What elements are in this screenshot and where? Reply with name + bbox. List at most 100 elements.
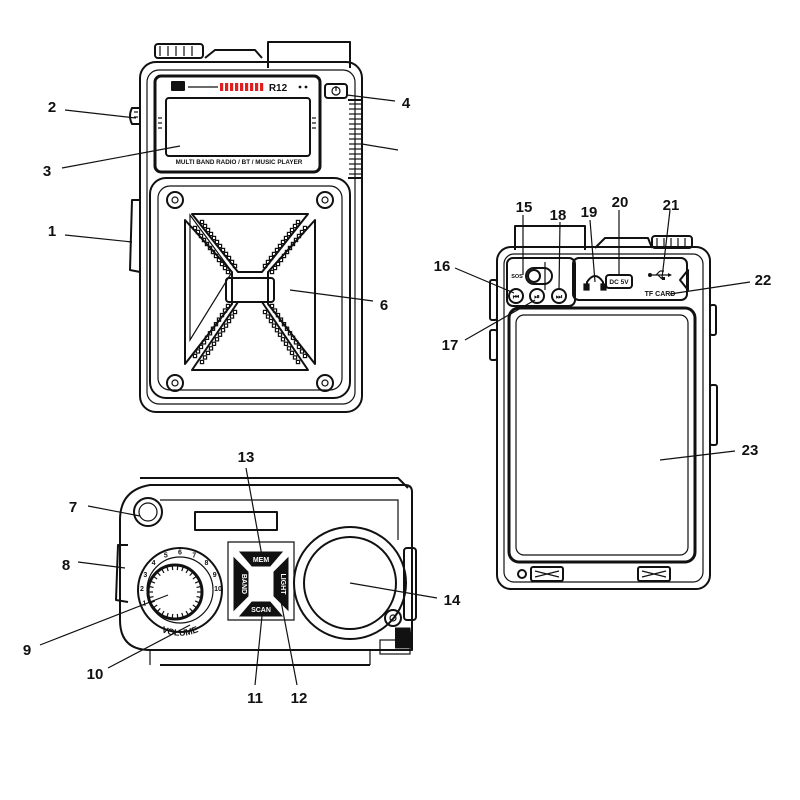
- grille-dot: [205, 350, 211, 356]
- screw-icon: [166, 191, 184, 209]
- grille-dot: [290, 241, 296, 247]
- grille-dot: [275, 312, 281, 318]
- dc-label: DC 5V: [609, 279, 629, 286]
- dial-tick-label: 9: [213, 572, 217, 579]
- callout-9: 9: [23, 642, 31, 659]
- callout-6: 6: [380, 297, 388, 314]
- callout-22: 22: [755, 272, 772, 289]
- grille-dot: [198, 233, 204, 239]
- grille-dot: [229, 314, 235, 319]
- grille-dot: [283, 235, 289, 241]
- callout-10: 10: [87, 666, 104, 683]
- grille-dot: [287, 331, 293, 336]
- display-screen: [165, 97, 311, 157]
- grille-dot: [296, 344, 302, 350]
- meter-bar: [230, 83, 234, 91]
- grille-center-badge: [225, 277, 275, 303]
- display-caption: MULTI BAND RADIO / BT / MUSIC PLAYER: [176, 159, 303, 166]
- callout-7: 7: [69, 499, 77, 516]
- dial-tick-label: 5: [164, 552, 168, 559]
- dial-tick-label: 4: [152, 560, 156, 567]
- usb-icon: [648, 270, 672, 280]
- meter-bar: [260, 83, 264, 91]
- grille-dot: [192, 353, 198, 359]
- grille-dot: [277, 332, 283, 337]
- grille-dot: [292, 223, 298, 229]
- dial-tick-label: 8: [204, 560, 208, 567]
- play-pause-icon: ⏯: [534, 294, 540, 301]
- grille-dot: [201, 340, 207, 345]
- grille-dot: [268, 318, 274, 324]
- grille-dot: [192, 225, 198, 231]
- grille-dot: [265, 314, 271, 319]
- grille-dot: [280, 337, 286, 342]
- screw-icon: [316, 191, 334, 209]
- grille-dots: [192, 219, 308, 365]
- grille-dot: [216, 317, 222, 322]
- grille-dot: [274, 247, 280, 253]
- grille-dot: [204, 241, 210, 247]
- grille-dot: [210, 249, 216, 255]
- grille-dot: [213, 253, 219, 259]
- grille-dot: [278, 257, 284, 263]
- grille-dot: [226, 255, 232, 261]
- callout-11: 11: [247, 690, 263, 707]
- top-body: [119, 484, 413, 651]
- top-handle: [194, 511, 278, 531]
- grille-dot: [286, 346, 292, 351]
- callout-2: 2: [48, 99, 56, 116]
- grille-dot: [299, 349, 305, 354]
- grille-dot: [217, 332, 223, 337]
- dial-tick-label: 7: [192, 552, 196, 559]
- grille-dot: [226, 318, 232, 324]
- callout-4: 4: [402, 95, 411, 112]
- grille-dot: [222, 265, 228, 271]
- volume-knob: [146, 563, 204, 621]
- grille-dot: [293, 237, 299, 243]
- battery-icon: [171, 81, 185, 91]
- dial-tick-label: 10: [214, 586, 222, 593]
- screw-icon: [316, 374, 334, 392]
- callout-21: 21: [663, 197, 680, 214]
- callout-17: 17: [442, 337, 459, 354]
- grille-dot: [205, 227, 211, 233]
- grille-dot: [289, 350, 295, 356]
- prev-icon: ⏮: [513, 294, 520, 301]
- control-panel: [506, 257, 576, 307]
- callout-19: 19: [581, 204, 598, 221]
- grille-dot: [208, 346, 214, 351]
- grille-dot: [269, 303, 275, 309]
- left-side-edge: [115, 544, 129, 603]
- screw-icon: [384, 609, 402, 627]
- callout-1: 1: [48, 223, 56, 240]
- tf-card-slot: [679, 269, 689, 291]
- top-knob: [154, 43, 204, 59]
- grille-dot: [296, 233, 302, 239]
- grille-dot: [211, 235, 217, 241]
- callout-20: 20: [612, 194, 629, 211]
- grille-dot: [202, 223, 208, 229]
- sos-switch: [525, 267, 553, 285]
- grille-dot: [225, 269, 231, 275]
- dial-tick-label: 6: [178, 550, 182, 557]
- callout-8: 8: [62, 557, 70, 574]
- grille-dot: [214, 239, 220, 245]
- tf-card-label: TF CARD: [645, 291, 676, 298]
- front-view: R12 MULTI BAND RADIO / BT / MUSIC PLAYER: [129, 41, 363, 413]
- light-button: [273, 556, 289, 612]
- grille-dot: [302, 225, 308, 231]
- grille-dot: [213, 321, 219, 327]
- grille-dot: [289, 227, 295, 233]
- next-icon: ⏭: [556, 294, 563, 301]
- scan-button: [238, 601, 284, 617]
- grille-dot: [302, 353, 308, 359]
- grille-dot: [295, 359, 301, 365]
- grille-dot: [269, 269, 275, 275]
- grille-dot: [292, 355, 298, 360]
- callout-16: 16: [434, 258, 451, 275]
- grille-dot: [204, 335, 210, 341]
- leader-lines: [39, 94, 751, 686]
- rubber-foot: [530, 566, 564, 582]
